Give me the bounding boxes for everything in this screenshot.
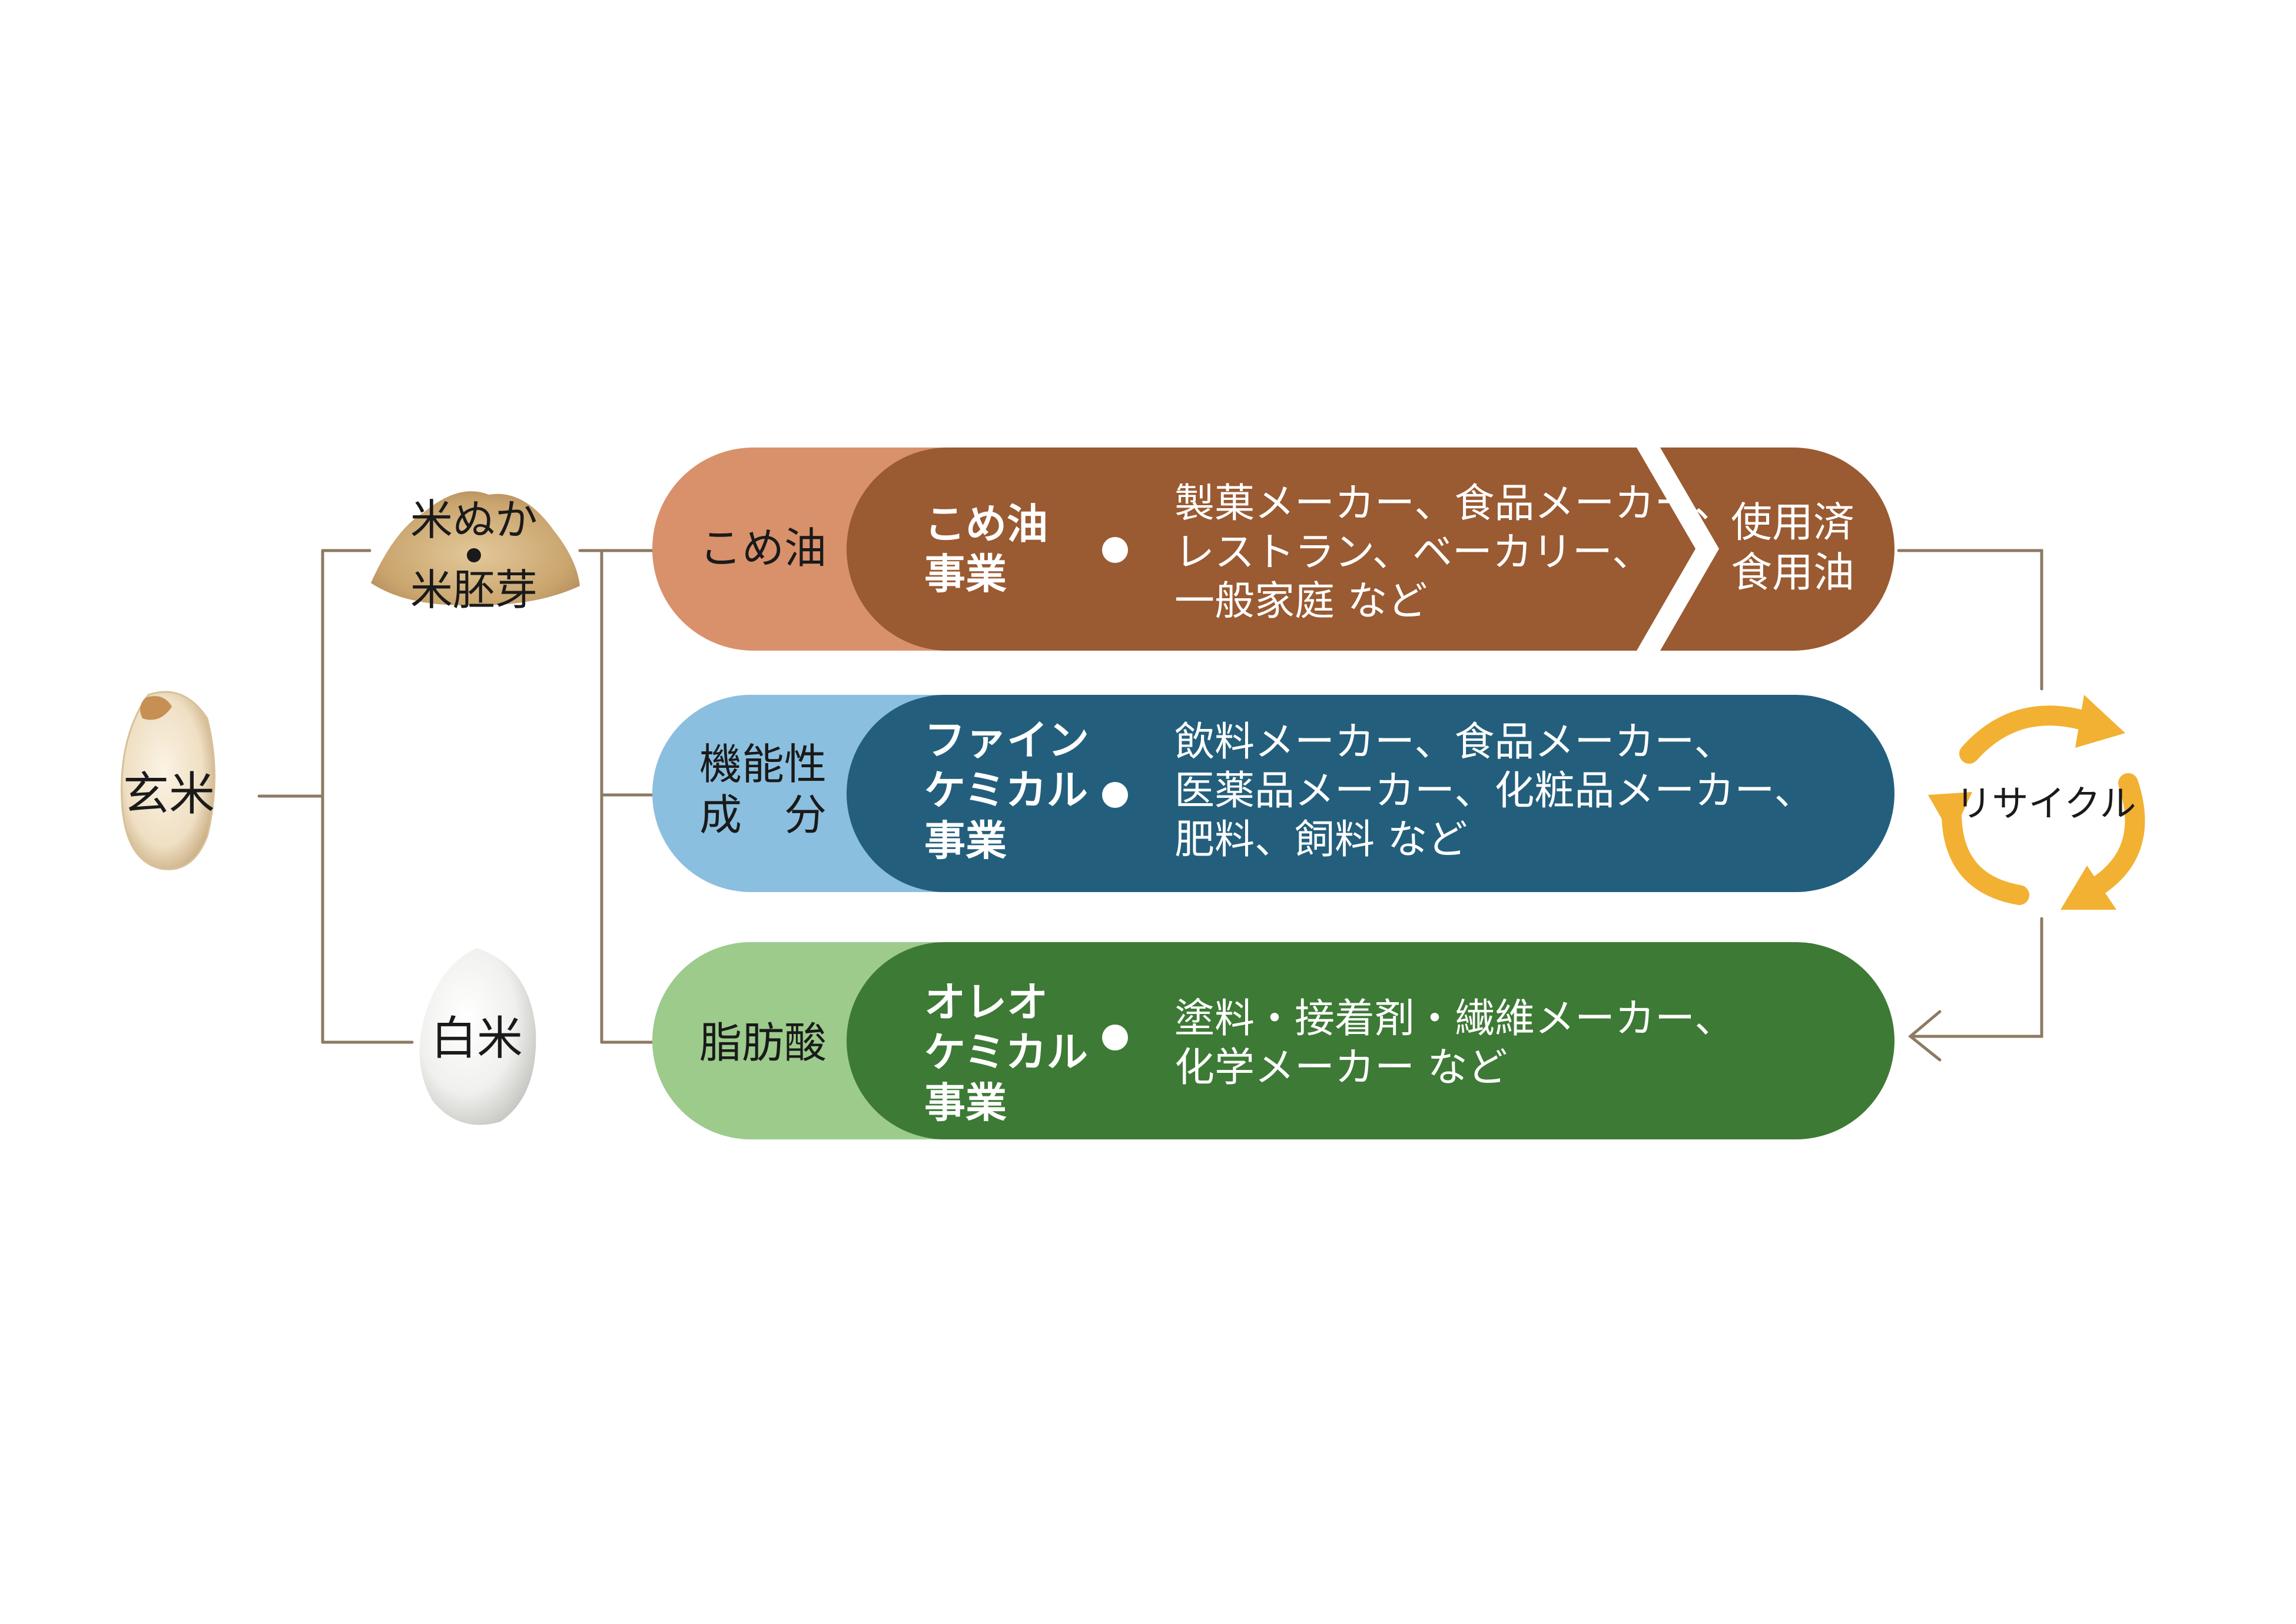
line-recycle-to-row3 — [1912, 917, 2043, 1038]
row-fatty-acid-dark — [847, 942, 1894, 1139]
row3-client-line1: 塗料・接着剤・繊維メーカー、 — [1174, 996, 1735, 1042]
recycle-label: リサイクル — [1955, 781, 2136, 825]
komenuka-line1: 米ぬか — [410, 495, 537, 545]
row2-client-line3: 肥料、飼料 など — [1174, 816, 1468, 863]
hakumai-label: 白米 — [430, 1012, 523, 1066]
row2-clients: 飲料メーカー、食品メーカー、 医薬品メーカー、化粧品メーカー、 肥料、飼料 など — [1174, 718, 1814, 865]
row2-client-line2: 医薬品メーカー、化粧品メーカー、 — [1174, 767, 1814, 814]
row3-business-line2: ケミカル — [924, 1028, 1088, 1077]
row2-business: ファイン ケミカル 事業 — [924, 715, 1089, 866]
row-functional — [652, 695, 1894, 892]
row-kome-oil — [652, 448, 1894, 651]
row1-business-line1: こめ油 — [924, 500, 1048, 548]
white-rice-icon — [419, 948, 536, 1125]
row1-label: こめ油 — [699, 523, 827, 573]
row-fatty-acid — [652, 942, 1894, 1139]
genmai-label: 玄米 — [122, 768, 215, 821]
row-functional-dark — [847, 695, 1894, 892]
komenuka-label: 米ぬか 米胚芽 — [377, 488, 571, 623]
row1-chevron — [1637, 448, 1719, 651]
brown-rice-icon — [121, 691, 215, 870]
row3-business: オレオ ケミカル 事業 — [924, 977, 1088, 1128]
row1-bullet — [1102, 537, 1128, 563]
row3-business-line3: 事業 — [924, 1078, 1007, 1127]
row1-client-line1: 製菓メーカー、食品メーカー、 — [1174, 480, 1734, 527]
row1-end-line2: 食用油 — [1731, 548, 1854, 597]
row1-client-line3: 一般家庭 など — [1174, 578, 1428, 625]
row3-clients: 塗料・接着剤・繊維メーカー、 化学メーカー など — [1174, 995, 1734, 1093]
recycle-arrows-icon — [1928, 695, 2145, 910]
row2-label: 機能性 成 分 — [699, 740, 827, 840]
row2-business-line1: ファイン — [924, 716, 1089, 764]
row3-business-line1: オレオ — [924, 978, 1048, 1026]
hakumai-grain — [406, 942, 548, 1131]
row1-client-line2: レストラン、ベーカリー、 — [1174, 529, 1653, 576]
row3-client-line2: 化学メーカー など — [1174, 1044, 1508, 1091]
genmai-grain — [113, 683, 225, 877]
row2-bullet — [1102, 782, 1128, 808]
row1-business-line2: 事業 — [924, 550, 1007, 599]
komenuka-line2: 米胚芽 — [410, 565, 537, 615]
arrowhead-recycle-back — [1908, 1010, 1942, 1062]
row3-bullet — [1102, 1025, 1128, 1050]
row1-end-line1: 使用済 — [1731, 498, 1854, 546]
row2-business-line2: ケミカル — [924, 766, 1088, 815]
row3-label: 脂肪酸 — [699, 1018, 827, 1068]
row2-business-line3: 事業 — [924, 816, 1007, 865]
row1-clients: 製菓メーカー、食品メーカー、 レストラン、ベーカリー、 一般家庭 など — [1174, 480, 1734, 627]
line-end-to-recycle — [1897, 549, 2043, 691]
row1-business: こめ油 事業 — [924, 499, 1048, 600]
row-kome-oil-dark — [847, 448, 1894, 651]
komenuka-bullet — [467, 548, 481, 562]
row2-client-line1: 飲料メーカー、食品メーカー、 — [1174, 719, 1734, 765]
row1-end-label: 使用済 食用油 — [1731, 498, 1854, 598]
